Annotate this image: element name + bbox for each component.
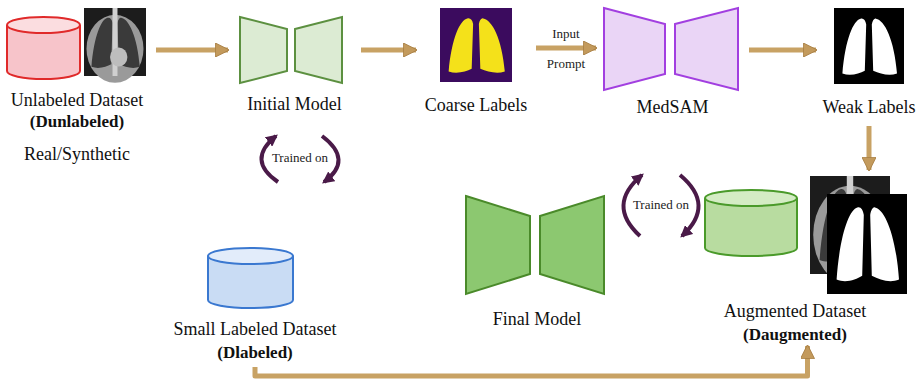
node-label: Real/Synthetic [2, 143, 152, 165]
node-label: Initial Model [232, 93, 357, 115]
diagram-node: Coarse Labels [420, 4, 532, 122]
diagram-node: Initial Model [232, 13, 357, 121]
flow-arrow [361, 48, 416, 53]
arrow-label: Input [516, 26, 616, 42]
diagram-node: Small Labeled Dataset(Dlabeled) [160, 240, 350, 365]
diagram-node: Final Model [462, 190, 612, 340]
node-label: Small Labeled Dataset [160, 318, 350, 340]
diagram-node: Unlabeled Dataset(Dunlabeled) Real/Synthe… [2, 5, 152, 170]
node-label: MedSAM [600, 96, 745, 118]
diagram-node: Augmented Dataset(Daugmented) [700, 172, 915, 342]
cycle-label: Trained on [601, 197, 721, 213]
diagram-node: Weak Labels [820, 4, 918, 124]
cycle-label: Trained on [240, 150, 360, 166]
flow-arrow [867, 126, 872, 170]
node-label: Weak Labels [820, 96, 918, 118]
node-label: Unlabeled Dataset [2, 89, 152, 111]
node-label: Coarse Labels [420, 94, 532, 116]
flow-arrow [749, 48, 816, 53]
node-label: (Dlabeled) [160, 342, 350, 364]
node-label: Augmented Dataset [695, 300, 895, 322]
flow-arrow [156, 48, 228, 53]
node-label: Final Model [462, 308, 612, 330]
arrow-label: Prompt [506, 56, 626, 72]
flow-arrow [536, 46, 596, 51]
node-label: (Daugmented) [695, 324, 895, 346]
flow-arrow [255, 346, 808, 376]
node-label: (Dunlabeled) [2, 111, 152, 133]
diagram-node: MedSAM [600, 4, 745, 122]
